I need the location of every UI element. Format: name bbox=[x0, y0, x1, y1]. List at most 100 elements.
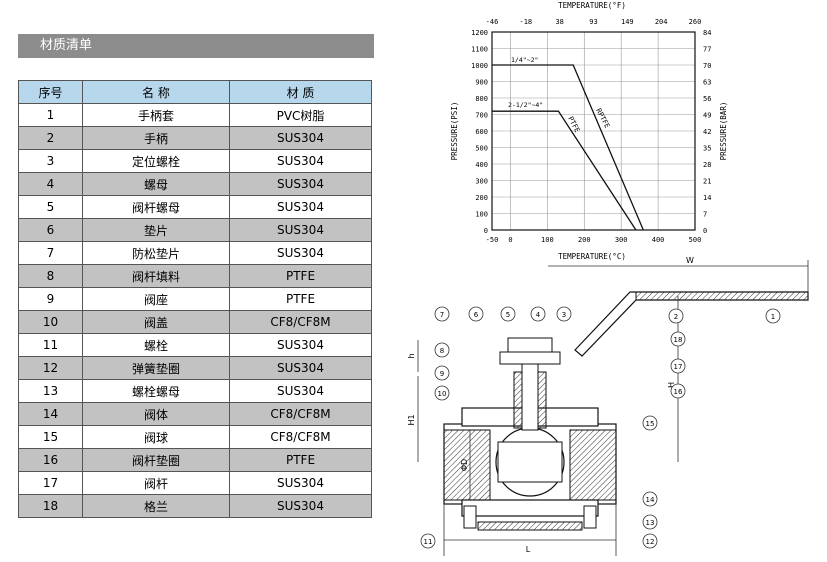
cell-no: 13 bbox=[18, 379, 83, 403]
right-tick-label: 63 bbox=[703, 79, 711, 87]
cell-name: 螺栓 bbox=[82, 333, 230, 357]
callout-label: 1 bbox=[771, 313, 775, 321]
bottom-axis-label: TEMPERATURE(°C) bbox=[558, 252, 626, 261]
big-h-dim-label: H bbox=[667, 382, 676, 388]
h1-dim-label: H1 bbox=[407, 414, 416, 425]
bottom-tick-label: 0 bbox=[508, 236, 512, 244]
bore bbox=[497, 441, 563, 483]
callout-label: 17 bbox=[674, 363, 683, 371]
left-tick-label: 200 bbox=[475, 194, 488, 202]
callout-label: 14 bbox=[646, 496, 655, 504]
bottom-tick-label: 100 bbox=[541, 236, 554, 244]
callout-label: 16 bbox=[674, 388, 683, 396]
cell-no: 5 bbox=[18, 195, 83, 219]
section-title: 材质清单 bbox=[18, 34, 374, 58]
cell-no: 16 bbox=[18, 448, 83, 472]
left-tick-label: 1100 bbox=[471, 46, 488, 54]
left-tick-label: 1200 bbox=[471, 29, 488, 37]
callout-circle bbox=[668, 308, 684, 324]
right-tick-label: 0 bbox=[703, 227, 707, 235]
callout-circle bbox=[434, 365, 450, 381]
right-tick-label: 21 bbox=[703, 178, 711, 186]
left-tick-label: 500 bbox=[475, 145, 488, 153]
bottom-tick-label: 200 bbox=[578, 236, 591, 244]
cell-name: 阀盖 bbox=[82, 310, 230, 334]
left-tick-label: 700 bbox=[475, 112, 488, 120]
callout-label: 2 bbox=[674, 313, 678, 321]
right-tick-label: 70 bbox=[703, 62, 711, 70]
callout-circle bbox=[642, 415, 658, 431]
top-tick-label: 38 bbox=[555, 18, 563, 26]
l-dim-label: L bbox=[526, 545, 531, 554]
bottom-tick-label: 400 bbox=[652, 236, 665, 244]
series-line-0 bbox=[492, 64, 644, 231]
chart-frame bbox=[491, 31, 696, 231]
top-tick-label: -46 bbox=[486, 18, 499, 26]
cell-name: 格兰 bbox=[82, 494, 230, 518]
cell-material: SUS304 bbox=[229, 333, 372, 357]
cell-material: PTFE bbox=[229, 448, 372, 472]
cell-name: 防松垫片 bbox=[82, 241, 230, 265]
callout-circle bbox=[765, 308, 781, 324]
col-header-no: 序号 bbox=[18, 80, 83, 104]
callout-label: 12 bbox=[646, 538, 655, 546]
left-tick-label: 100 bbox=[475, 211, 488, 219]
bottom-tick-label: 500 bbox=[689, 236, 702, 244]
top-tick-label: 149 bbox=[621, 18, 634, 26]
left-tick-label: 300 bbox=[475, 178, 488, 186]
right-tick-label: 28 bbox=[703, 161, 711, 169]
bottom-tick-label: -50 bbox=[486, 236, 499, 244]
callout-label: 13 bbox=[646, 519, 655, 527]
cell-material: SUS304 bbox=[229, 172, 372, 196]
series-label-small: 1/4"~2" bbox=[511, 56, 538, 64]
cell-no: 17 bbox=[18, 471, 83, 495]
callout-label: 3 bbox=[562, 311, 566, 319]
cell-name: 阀杆 bbox=[82, 471, 230, 495]
callout-label: 8 bbox=[440, 347, 444, 355]
cell-material: SUS304 bbox=[229, 471, 372, 495]
gland bbox=[499, 351, 561, 365]
cell-material: SUS304 bbox=[229, 126, 372, 150]
cell-name: 手柄 bbox=[82, 126, 230, 150]
cell-no: 18 bbox=[18, 494, 83, 518]
series-label-large: 2-1/2"~4" bbox=[508, 101, 543, 109]
cell-no: 15 bbox=[18, 425, 83, 449]
callout-circle bbox=[670, 358, 686, 374]
right-tick-label: 42 bbox=[703, 128, 711, 136]
right-tick-label: 49 bbox=[703, 112, 711, 120]
callout-circle bbox=[530, 306, 546, 322]
callout-circle bbox=[434, 342, 450, 358]
stem bbox=[521, 359, 539, 431]
top-axis-label: TEMPERATURE(°F) bbox=[558, 1, 626, 10]
left-axis-label: PRESSURE(PSI) bbox=[450, 102, 459, 161]
cell-no: 12 bbox=[18, 356, 83, 380]
stem-nut bbox=[507, 337, 553, 353]
cell-name: 手柄套 bbox=[82, 103, 230, 127]
cell-material: SUS304 bbox=[229, 356, 372, 380]
callout-label: 5 bbox=[506, 311, 510, 319]
h-dim-label: h bbox=[407, 353, 416, 358]
left-tick-label: 400 bbox=[475, 161, 488, 169]
d-dim-label: ΦD bbox=[460, 459, 469, 471]
callout-circle bbox=[434, 306, 450, 322]
col-header-name: 名 称 bbox=[82, 80, 230, 104]
callout-label: 11 bbox=[424, 538, 433, 546]
cell-name: 垫片 bbox=[82, 218, 230, 242]
callout-label: 7 bbox=[440, 311, 444, 319]
callout-circle bbox=[642, 514, 658, 530]
bottom-tick-label: 300 bbox=[615, 236, 628, 244]
cell-name: 阀球 bbox=[82, 425, 230, 449]
left-tick-label: 600 bbox=[475, 128, 488, 136]
left-tick-label: 800 bbox=[475, 95, 488, 103]
left-tick-label: 0 bbox=[484, 227, 488, 235]
left-tick-label: 1000 bbox=[471, 62, 488, 70]
